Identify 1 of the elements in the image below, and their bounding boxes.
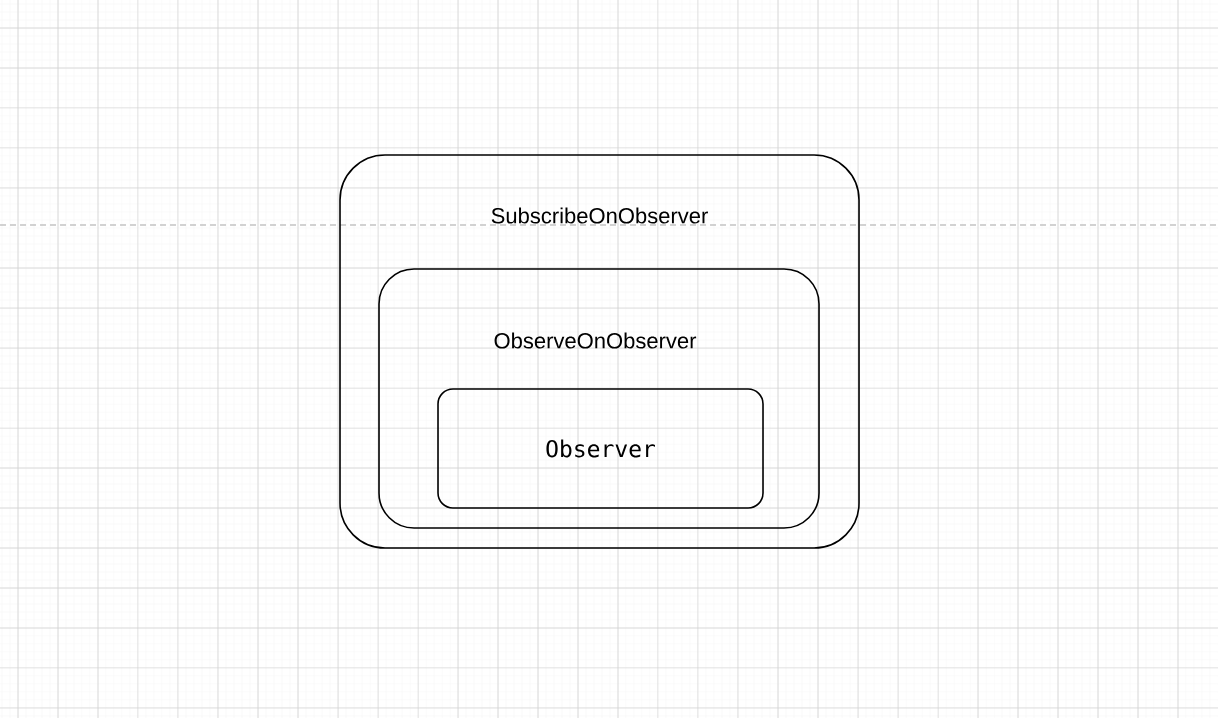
rounded-box: Observer [437, 388, 764, 509]
